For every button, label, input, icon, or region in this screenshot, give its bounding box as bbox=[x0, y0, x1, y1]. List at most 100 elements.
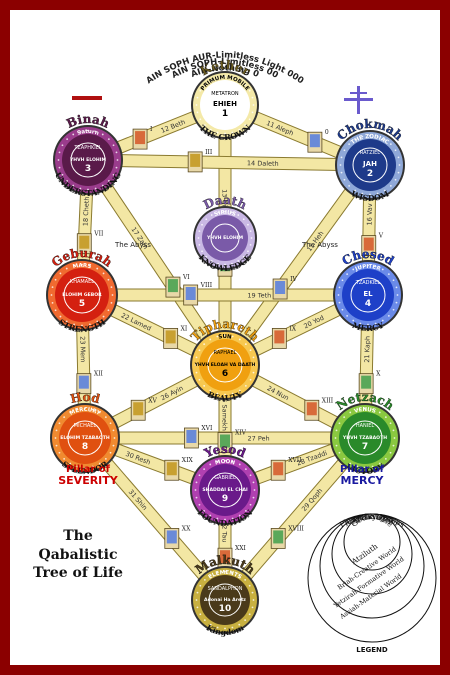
sephira-planet: ELEMENTS bbox=[208, 570, 243, 581]
trump-numeral: VIII bbox=[200, 282, 213, 289]
sephira-planet: Saturn bbox=[77, 129, 100, 137]
abyss-label-right: The Abyss bbox=[301, 241, 338, 249]
sephira-number: 2 bbox=[367, 169, 373, 179]
title-line3: Tree of Life bbox=[33, 565, 123, 581]
title-line1: The bbox=[63, 528, 93, 544]
tarot-card: III bbox=[187, 149, 213, 173]
sephira-archangel: KHAMAEL bbox=[70, 279, 94, 285]
tarot-card: XIV bbox=[217, 430, 247, 453]
sephira-number: 3 bbox=[85, 164, 91, 174]
trump-numeral: IX bbox=[289, 325, 296, 332]
tarot-card: VI bbox=[165, 274, 190, 298]
sephira-number: 4 bbox=[365, 299, 371, 309]
sephira-archangel: METATRON bbox=[211, 91, 239, 97]
sephira-name: Netzach bbox=[334, 390, 397, 413]
sephira-god-name: YHVH TZABAOTH bbox=[342, 435, 387, 441]
path-number-label: 13 Gimel bbox=[221, 189, 229, 219]
title-block: The Qabalistic Tree of Life bbox=[33, 528, 123, 581]
sephira-name: Chesed bbox=[340, 247, 397, 269]
sephira-number: 7 bbox=[362, 442, 368, 452]
sephira-god-name: EHIEH bbox=[213, 100, 237, 108]
trump-numeral: XVII bbox=[288, 457, 302, 464]
title-line2: Qabalistic bbox=[39, 547, 118, 563]
trump-numeral: III bbox=[205, 149, 213, 156]
path-number-label: 21 Kaph bbox=[363, 336, 372, 363]
trump-numeral: XIX bbox=[182, 457, 194, 464]
path-number-label: 27 Peh bbox=[248, 435, 270, 443]
path-17: 17 Zain bbox=[82, 156, 231, 369]
sephira-planet: MARS bbox=[72, 263, 92, 270]
trump-numeral: VI bbox=[182, 274, 190, 281]
trump-numeral: I bbox=[150, 126, 153, 133]
path-number-label: 18 Cheth bbox=[82, 196, 91, 226]
sephira-archangel: HANIEL bbox=[356, 423, 375, 429]
sephira-title: VICTORY bbox=[344, 461, 386, 476]
sephira-name: Yesod bbox=[201, 442, 248, 461]
sephira-name: Hod bbox=[69, 390, 102, 407]
sephira-number: 9 bbox=[222, 494, 228, 504]
sephira-title: MERCY bbox=[351, 320, 385, 333]
trump-numeral: 0 bbox=[325, 129, 329, 136]
trump-numeral: XX bbox=[182, 525, 191, 532]
trump-numeral: IV bbox=[290, 276, 297, 283]
sephira-name: Kether bbox=[198, 58, 253, 79]
pillar-mercy-line2: MERCY bbox=[341, 474, 385, 487]
sephira-archangel: GABRIEL bbox=[214, 475, 236, 481]
sephira-planet: JUPITER bbox=[354, 264, 382, 273]
tarot-card: XVII bbox=[270, 457, 302, 481]
sephira-god-name: JAH bbox=[362, 160, 377, 168]
sephira-archangel: TZAPHKIEL bbox=[73, 145, 102, 151]
tarot-card: VII bbox=[76, 231, 104, 255]
sephira-title: BEAUTY bbox=[206, 389, 244, 403]
sephira-number: 1 bbox=[222, 109, 228, 119]
trump-numeral: XV bbox=[148, 397, 157, 404]
sephira-archangel: SANDALPHON bbox=[208, 586, 243, 592]
chokmah-cross-icon bbox=[344, 86, 373, 114]
legend-ring-label: Archangel bbox=[349, 512, 394, 526]
sephira-archangel: RAPHAEL bbox=[214, 350, 237, 356]
path-number-label: 32 Tau bbox=[221, 521, 229, 542]
tarot-card: XI bbox=[163, 325, 188, 349]
tarot-card: XV bbox=[130, 397, 157, 421]
path-number-label: 19 Teth bbox=[247, 292, 271, 300]
sephira-planet: SIRIUS bbox=[214, 210, 237, 218]
trump-numeral: XIV bbox=[235, 430, 247, 437]
abyss-label-left: The Abyss bbox=[114, 241, 151, 249]
tarot-cards-layer: 0IIIIIIIVVVIVIIVIIIIXXXIXIIXIIIXIVXVXVIX… bbox=[76, 126, 384, 569]
sephira-god-name: ELOHIM TZABAOTH bbox=[60, 435, 110, 441]
diagram-paper: AIN SOPH AUR-Limitless Light 000 AIN SOP… bbox=[10, 10, 440, 665]
path-number-label: 25 Samekh bbox=[221, 394, 229, 431]
tarot-card: XII bbox=[76, 371, 104, 395]
trump-numeral: V bbox=[378, 233, 384, 240]
sephira-god-name: SHADDAI EL CHAI bbox=[202, 487, 248, 493]
tarot-card: XVIII bbox=[270, 525, 305, 549]
path-number-label: 16 Vav bbox=[366, 203, 374, 225]
sephira-archangel: TZADKIEL bbox=[355, 280, 381, 286]
sephira-god-name: YHVH ELOHIM bbox=[206, 235, 244, 241]
trump-numeral: XII bbox=[94, 371, 104, 378]
sephira-planet: SUN bbox=[218, 334, 232, 341]
sephira-god-name: YHVH ELOAH VA DAATH bbox=[194, 362, 256, 368]
sephira-number: 5 bbox=[79, 299, 85, 309]
path-14: 14 Daleth bbox=[87, 153, 371, 172]
sephira-god-name: Adonai Ha Aretz bbox=[204, 597, 246, 603]
tarot-card: IX bbox=[271, 325, 297, 349]
trump-numeral: XVIII bbox=[288, 525, 304, 532]
path-number-label: 14 Daleth bbox=[247, 159, 279, 168]
sephira-number: 10 bbox=[219, 604, 232, 614]
tarot-card: VIII bbox=[183, 282, 213, 306]
path-31: 31 Shin bbox=[80, 433, 230, 605]
tarot-card: XX bbox=[164, 525, 191, 549]
tarot-card: XIX bbox=[164, 457, 194, 481]
trump-numeral: VII bbox=[93, 231, 104, 238]
